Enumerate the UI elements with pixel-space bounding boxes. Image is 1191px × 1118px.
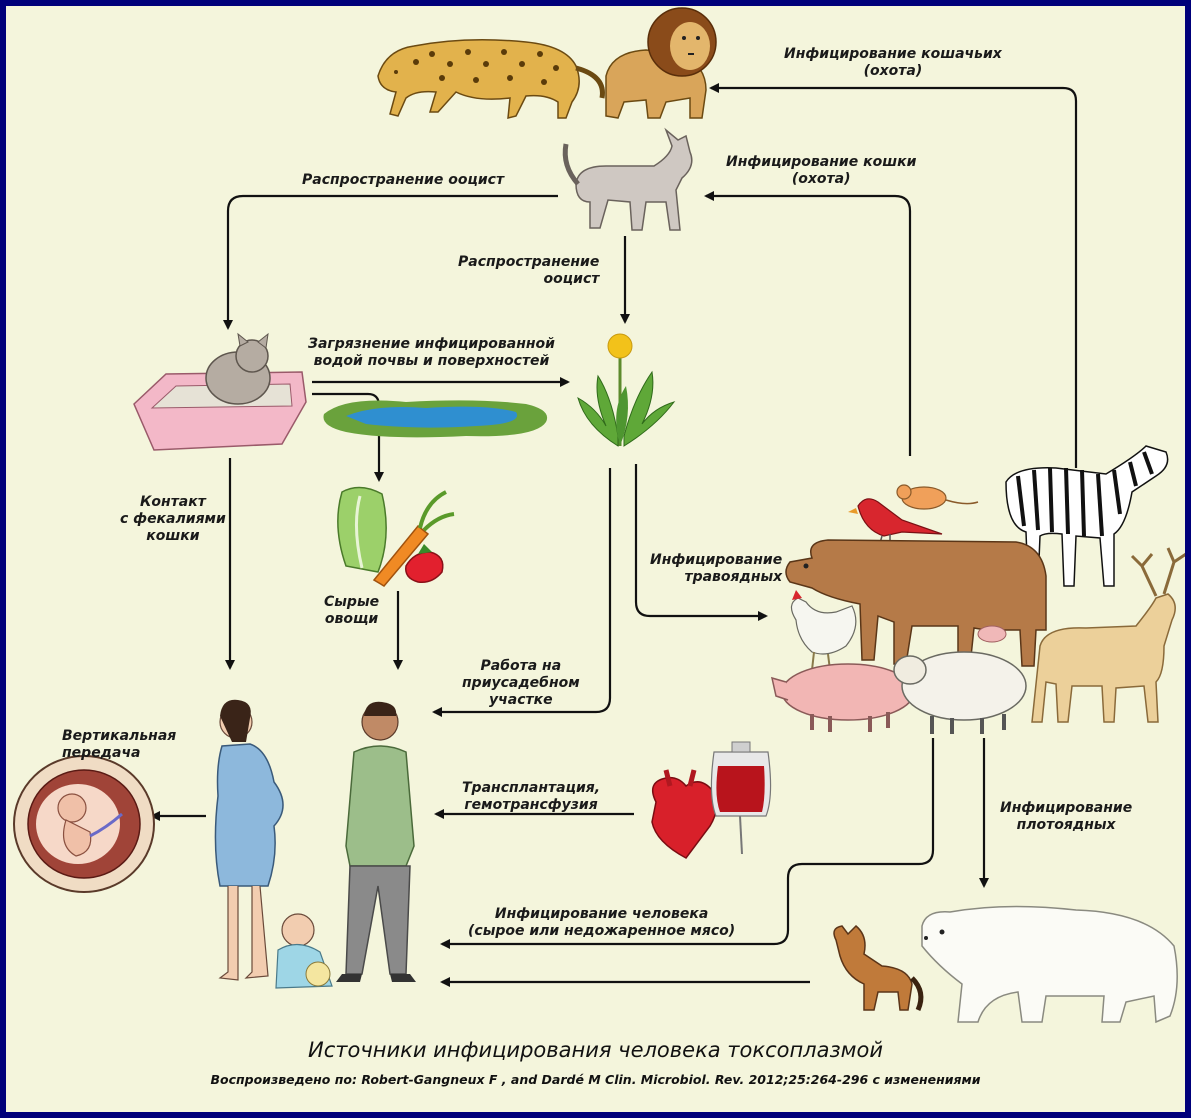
label-raw-vegetables-line2: овощи [324, 611, 379, 628]
label-felid-infection-line1: Инфицирование кошачьих [784, 46, 1002, 63]
leopard-illustration [378, 40, 602, 118]
polar-bear-illustration [922, 906, 1177, 1022]
vegetables-illustration [338, 487, 454, 586]
label-garden-work: Работа на приусадебном участке [462, 658, 580, 709]
label-felid-infection: Инфицирование кошачьих (охота) [784, 46, 1002, 80]
label-fecal-contact-line2: с фекалиями [120, 511, 226, 528]
rooster-illustration [791, 590, 855, 670]
label-herbivore-infection-line2: травоядных [650, 569, 782, 586]
man-illustration [336, 702, 416, 982]
label-human-infection: Инфицирование человека (сырое или недожа… [468, 906, 735, 940]
sheep-illustration [894, 652, 1026, 734]
label-garden-work-line2: приусадебном [462, 675, 580, 692]
label-oocyst-spread-left-line1: Распространение ооцист [302, 172, 504, 189]
cat-illustration [565, 130, 692, 230]
fox-illustration [834, 926, 921, 1010]
label-oocyst-spread-left: Распространение ооцист [302, 172, 504, 189]
arrow-cat-infection [706, 196, 910, 456]
figure-title: Источники инфицирования человека токсопл… [6, 1038, 1185, 1062]
label-carnivore-infection-line2: плотоядных [1000, 817, 1132, 834]
label-transplantation-line2: гемотрансфузия [462, 797, 600, 814]
diagram-panel: Инфицирование кошачьих (охота) Инфициров… [6, 6, 1185, 1112]
arrows [152, 88, 1076, 982]
pond-illustration [323, 400, 547, 437]
label-garden-work-line1: Работа на [462, 658, 580, 675]
fetus-illustration [14, 756, 154, 892]
label-cat-infection: Инфицирование кошки (охота) [726, 154, 916, 188]
label-cat-infection-line1: Инфицирование кошки [726, 154, 916, 171]
label-water-contamination-line1: Загрязнение инфицированной [308, 336, 555, 353]
label-raw-vegetables: Сырые овощи [324, 594, 379, 628]
label-transplantation-line1: Трансплантация, [462, 780, 600, 797]
label-water-contamination: Загрязнение инфицированной водой почвы и… [308, 336, 555, 370]
heart-illustration [652, 770, 717, 858]
pregnant-woman-illustration [215, 700, 283, 980]
dandelion-illustration [578, 334, 674, 446]
label-fecal-contact-line3: кошки [120, 528, 226, 545]
label-water-contamination-line2: водой почвы и поверхностей [308, 353, 555, 370]
litter-box-illustration [134, 334, 306, 450]
label-vertical-transmission: Вертикальная передача [62, 728, 176, 762]
label-carnivore-infection: Инфицирование плотоядных [1000, 800, 1132, 834]
baby-illustration [276, 914, 332, 988]
mouse-illustration [897, 485, 978, 509]
label-cat-infection-line2: (охота) [726, 171, 916, 188]
pig-illustration [772, 664, 914, 732]
figure-source: Воспроизведено по: Robert-Gangneux F , a… [6, 1072, 1185, 1087]
label-vertical-transmission-line2: передача [62, 745, 176, 762]
label-garden-work-line3: участке [462, 692, 580, 709]
arrow-felid-infection [711, 88, 1076, 468]
label-fecal-contact-line1: Контакт [120, 494, 226, 511]
blood-bag-illustration [711, 742, 770, 854]
label-oocyst-spread-down-line2: ооцист [458, 271, 599, 288]
label-fecal-contact: Контакт с фекалиями кошки [120, 494, 226, 545]
label-felid-infection-line2: (охота) [784, 63, 1002, 80]
arrow-herbivore-infection [636, 464, 766, 616]
label-raw-vegetables-line1: Сырые [324, 594, 379, 611]
label-oocyst-spread-down-line1: Распространение [458, 254, 599, 271]
lion-illustration [606, 8, 716, 118]
diagram-canvas [6, 6, 1185, 1112]
label-herbivore-infection: Инфицирование травоядных [650, 552, 782, 586]
label-human-infection-line1: Инфицирование человека [468, 906, 735, 923]
label-oocyst-spread-down: Распространение ооцист [458, 254, 599, 288]
label-herbivore-infection-line1: Инфицирование [650, 552, 782, 569]
label-human-infection-line2: (сырое или недожаренное мясо) [468, 923, 735, 940]
label-vertical-transmission-line1: Вертикальная [62, 728, 176, 745]
label-carnivore-infection-line1: Инфицирование [1000, 800, 1132, 817]
label-transplantation: Трансплантация, гемотрансфузия [462, 780, 600, 814]
